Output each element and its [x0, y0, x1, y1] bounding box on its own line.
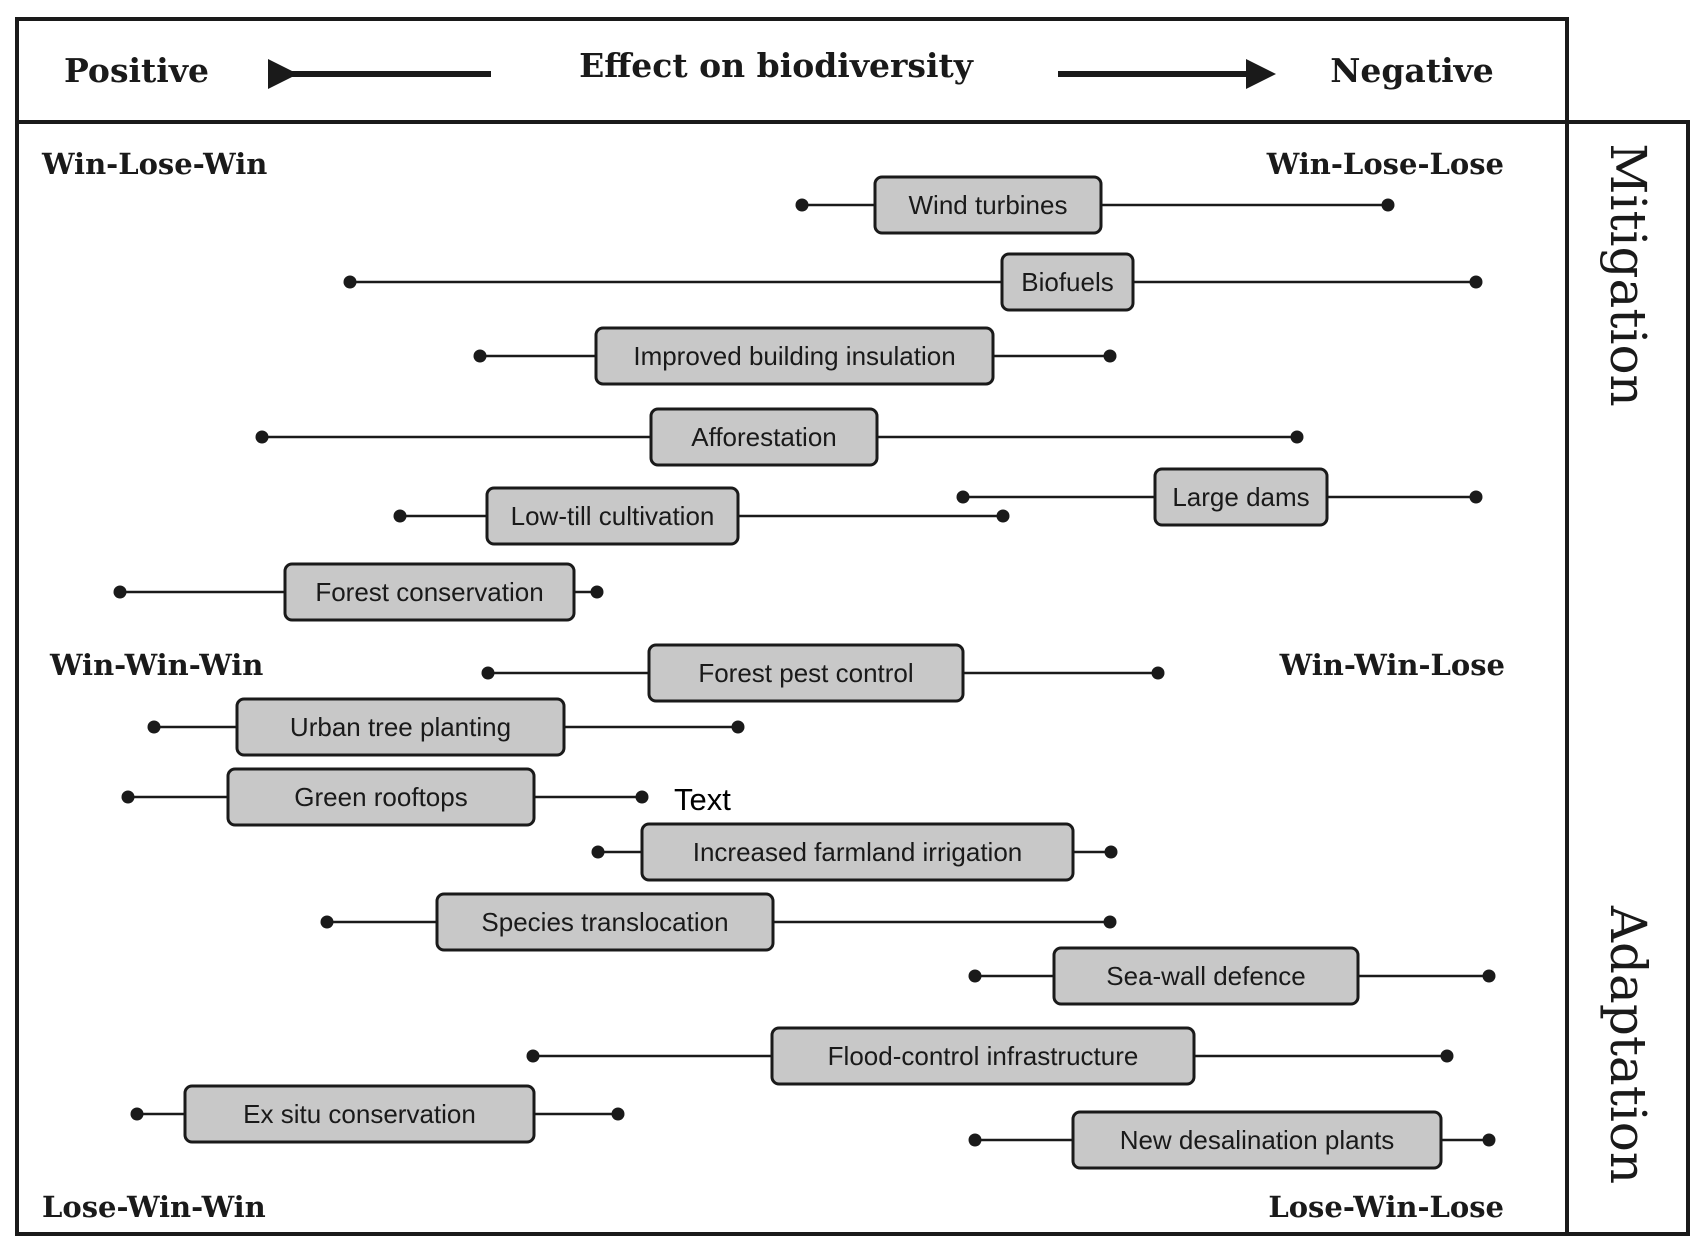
range-label: Forest conservation — [315, 577, 543, 607]
range-max-dot — [1469, 490, 1483, 504]
range-min-dot — [255, 430, 269, 444]
range-box — [1071, 1110, 1443, 1170]
range-label: New desalination plants — [1120, 1125, 1395, 1155]
mitigation-label: Mitigation — [1599, 143, 1657, 406]
range-label: Large dams — [1172, 482, 1309, 512]
range-min-dot — [121, 790, 135, 804]
range-max-dot — [1469, 275, 1483, 289]
range-max-dot — [1103, 349, 1117, 363]
positive-label: Positive — [64, 51, 209, 90]
range-item-forest-pest-control: Forest pest control — [481, 643, 1165, 703]
range-min-dot — [956, 490, 970, 504]
range-min-dot — [591, 845, 605, 859]
range-box — [647, 643, 965, 703]
range-min-dot — [526, 1049, 540, 1063]
range-min-dot — [968, 1133, 982, 1147]
range-max-dot — [1103, 915, 1117, 929]
range-min-dot — [795, 198, 809, 212]
range-label: Forest pest control — [698, 658, 913, 688]
range-item-forest-conservation: Forest conservation — [113, 562, 604, 622]
range-max-dot — [635, 790, 649, 804]
range-box — [235, 697, 566, 757]
range-box — [1052, 946, 1360, 1006]
corner-label-top-right: Win-Lose-Lose — [1266, 147, 1504, 181]
range-box — [485, 486, 740, 546]
annotation-text: Text — [674, 782, 731, 817]
range-label: Species translocation — [481, 907, 728, 937]
range-label: Increased farmland irrigation — [693, 837, 1023, 867]
range-label: Ex situ conservation — [243, 1099, 476, 1129]
range-max-dot — [1104, 845, 1118, 859]
range-min-dot — [473, 349, 487, 363]
range-item-increased-farmland-irrigation: Increased farmland irrigation — [591, 822, 1118, 882]
corner-label-mid-right: Win-Win-Lose — [1279, 648, 1505, 682]
range-box — [1153, 467, 1329, 527]
corner-label-bottom-left: Lose-Win-Win — [42, 1190, 266, 1224]
range-item-sea-wall-defence: Sea-wall defence — [968, 946, 1496, 1006]
header-title: Effect on biodiversity — [579, 46, 974, 85]
range-item-species-translocation: Species translocation — [320, 892, 1117, 952]
range-max-dot — [611, 1107, 625, 1121]
range-label: Biofuels — [1021, 267, 1114, 297]
range-min-dot — [113, 585, 127, 599]
range-label: Afforestation — [691, 422, 837, 452]
corner-label-bottom-right: Lose-Win-Lose — [1268, 1190, 1504, 1224]
range-max-dot — [996, 509, 1010, 523]
range-label: Flood-control infrastructure — [828, 1041, 1139, 1071]
range-min-dot — [343, 275, 357, 289]
range-max-dot — [1482, 1133, 1496, 1147]
corner-label-mid-left: Win-Win-Win — [49, 648, 263, 682]
range-box — [183, 1084, 536, 1144]
range-label: Improved building insulation — [633, 341, 955, 371]
range-max-dot — [590, 585, 604, 599]
corner-label-top-left: Win-Lose-Win — [41, 147, 267, 181]
range-min-dot — [481, 666, 495, 680]
range-min-dot — [968, 969, 982, 983]
range-max-dot — [1381, 198, 1395, 212]
side-panel-frame — [1565, 120, 1690, 1236]
range-label: Wind turbines — [909, 190, 1068, 220]
range-box — [649, 407, 879, 467]
range-box — [640, 822, 1075, 882]
range-label: Green rooftops — [294, 782, 467, 812]
range-max-dot — [1482, 969, 1496, 983]
range-item-green-rooftops: Green rooftops — [121, 767, 649, 827]
range-max-dot — [731, 720, 745, 734]
negative-label: Negative — [1330, 51, 1494, 90]
range-item-new-desalination-plants: New desalination plants — [968, 1110, 1496, 1170]
range-min-dot — [393, 509, 407, 523]
range-item-afforestation: Afforestation — [255, 407, 1304, 467]
range-box — [1000, 252, 1135, 312]
range-box — [873, 175, 1103, 235]
range-item-biofuels: Biofuels — [343, 252, 1483, 312]
range-box — [435, 892, 775, 952]
range-box — [226, 767, 536, 827]
range-max-dot — [1290, 430, 1304, 444]
range-max-dot — [1151, 666, 1165, 680]
range-box — [283, 562, 576, 622]
range-min-dot — [130, 1107, 144, 1121]
range-box — [770, 1026, 1196, 1086]
range-max-dot — [1440, 1049, 1454, 1063]
range-item-ex-situ-conservation: Ex situ conservation — [130, 1084, 625, 1144]
range-item-improved-building-insulation: Improved building insulation — [473, 326, 1117, 386]
range-item-flood-control-infrastructure: Flood-control infrastructure — [526, 1026, 1454, 1086]
range-min-dot — [320, 915, 334, 929]
range-item-wind-turbines: Wind turbines — [795, 175, 1395, 235]
range-item-large-dams: Large dams — [956, 467, 1483, 527]
range-min-dot — [147, 720, 161, 734]
range-item-urban-tree-planting: Urban tree planting — [147, 697, 745, 757]
range-label: Low-till cultivation — [511, 501, 715, 531]
range-box — [594, 326, 995, 386]
range-label: Sea-wall defence — [1106, 961, 1305, 991]
range-label: Urban tree planting — [290, 712, 511, 742]
range-item-low-till-cultivation: Low-till cultivation — [393, 486, 1010, 546]
adaptation-label: Adaptation — [1599, 905, 1657, 1184]
